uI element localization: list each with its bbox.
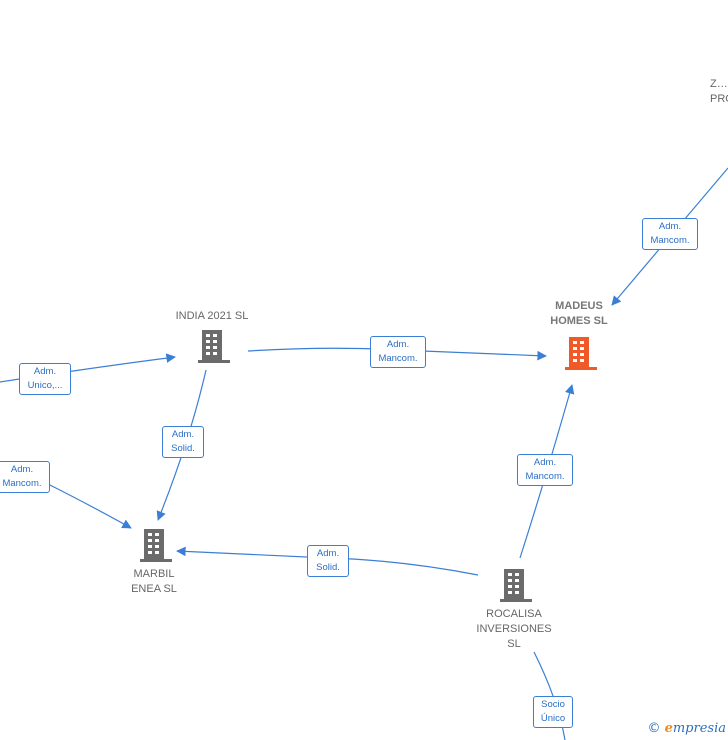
edge-label-top-to-madeus: Adm. Mancom. [642, 218, 698, 250]
node-label-marbil[interactable]: MARBIL ENEA SL [131, 568, 177, 595]
edge-label-bottom-to-rocalisa: Socio Único [533, 696, 573, 728]
building-icon-marbil [140, 529, 172, 562]
node-label-top-right[interactable]: Z… PRO… [710, 78, 728, 105]
edge-label-india-to-madeus: Adm. Mancom. [370, 336, 426, 368]
building-icon-madeus [565, 337, 597, 370]
building-icon-rocalisa [500, 569, 532, 602]
brand-name: mpresia [672, 721, 726, 736]
brand-e-logo: e [664, 721, 673, 736]
node-label-madeus[interactable]: MADEUS HOMES SL [550, 300, 608, 327]
edge-left-to-marbil [39, 479, 132, 529]
node-label-india[interactable]: INDIA 2021 SL [175, 310, 249, 322]
edge-label-left-to-marbil: Adm. Mancom. [0, 461, 50, 493]
node-label-rocalisa[interactable]: ROCALISA INVERSIONES SL [476, 608, 552, 650]
edge-label-rocalisa-to-madeus: Adm. Mancom. [517, 454, 573, 486]
edge-label-rocalisa-to-marbil: Adm. Solid. [307, 545, 349, 577]
edge-label-india-to-marbil: Adm. Solid. [162, 426, 204, 458]
copyright-icon: © [647, 721, 661, 736]
building-icon-india [198, 330, 230, 363]
edge-label-left-to-india: Adm. Unico,... [19, 363, 71, 395]
empresia-watermark: © empresia [647, 721, 726, 736]
